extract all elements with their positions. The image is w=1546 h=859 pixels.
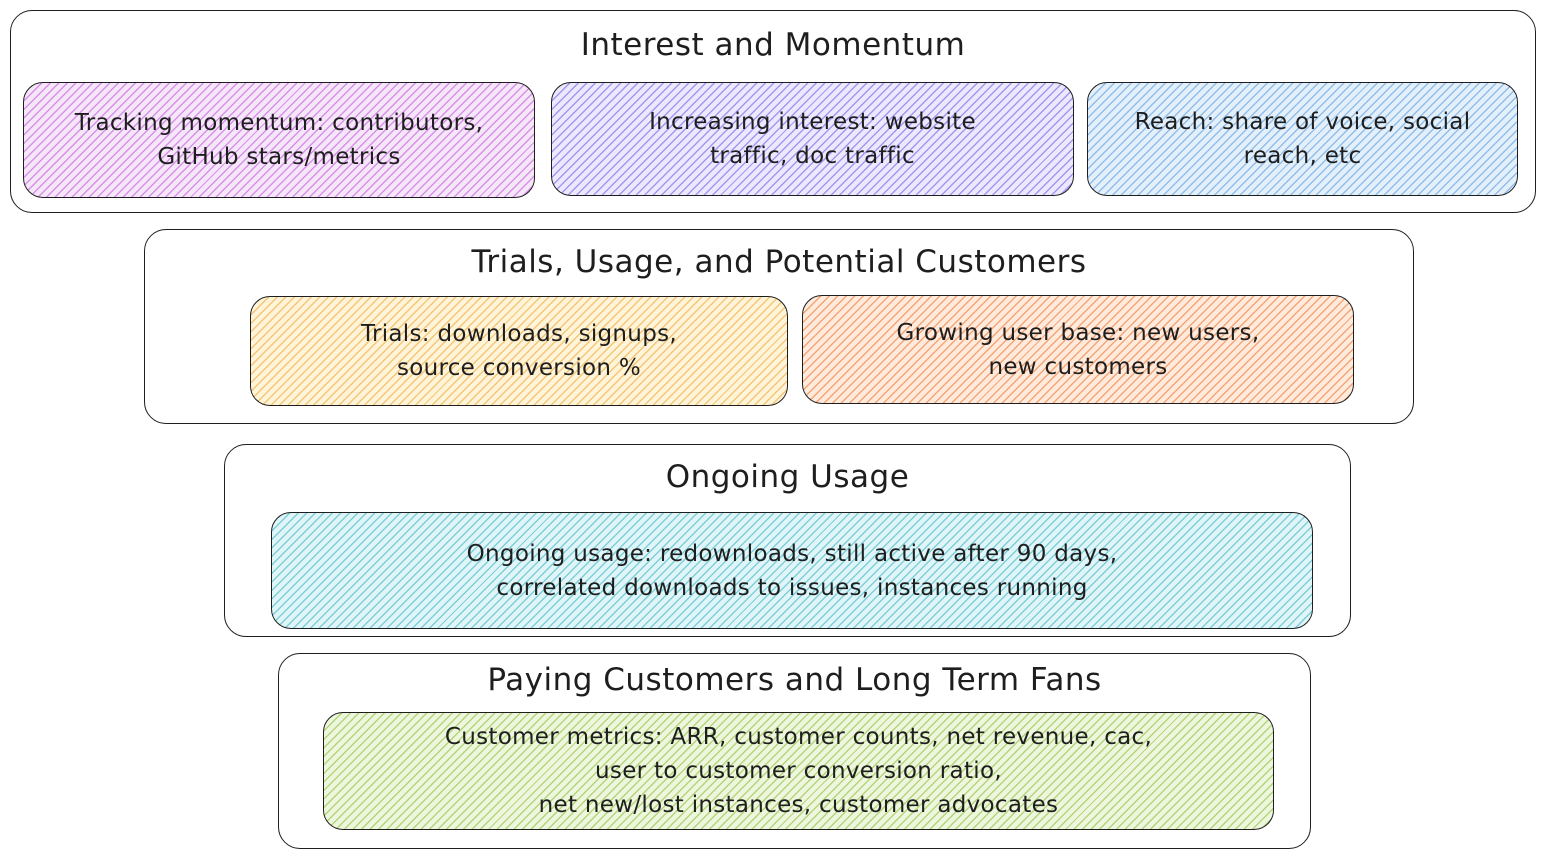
tier-title: Paying Customers and Long Term Fans [487, 662, 1102, 698]
card-increasing-interest: Increasing interest: website traffic, do… [551, 82, 1074, 196]
card-line: Growing user base: new users, [896, 319, 1260, 346]
card-line: Ongoing usage: redownloads, still active… [466, 540, 1118, 567]
card-tracking-momentum: Tracking momentum: contributors, GitHub … [23, 82, 535, 198]
card-line: Increasing interest: website [649, 109, 976, 135]
card-growing-user-base: Growing user base: new users, new custom… [802, 295, 1354, 404]
card-line: Customer metrics: ARR, customer counts, … [444, 724, 1153, 750]
card-line: Reach: share of voice, social [1134, 109, 1471, 135]
card-line: GitHub stars/metrics [157, 144, 401, 170]
tier-title: Trials, Usage, and Potential Customers [471, 244, 1087, 280]
card-customer-metrics: Customer metrics: ARR, customer counts, … [323, 712, 1274, 830]
tier-title: Ongoing Usage [665, 459, 910, 495]
card-line: Trials: downloads, signups, [361, 321, 677, 347]
card-ongoing-usage: Ongoing usage: redownloads, still active… [271, 512, 1313, 629]
card-line: Tracking momentum: contributors, [74, 110, 484, 136]
card-reach: Reach: share of voice, social reach, etc [1087, 82, 1518, 196]
card-trials: Trials: downloads, signups, source conve… [250, 296, 788, 406]
card-line: source conversion % [396, 355, 642, 381]
card-line: new customers [988, 353, 1168, 380]
card-line: user to customer conversion ratio, [595, 758, 1002, 784]
card-line: correlated downloads to issues, instance… [496, 574, 1088, 601]
card-line: traffic, doc traffic [710, 143, 915, 169]
tier-title: Interest and Momentum [580, 27, 966, 63]
card-line: net new/lost instances, customer advocat… [538, 792, 1059, 818]
card-line: reach, etc [1243, 143, 1362, 169]
